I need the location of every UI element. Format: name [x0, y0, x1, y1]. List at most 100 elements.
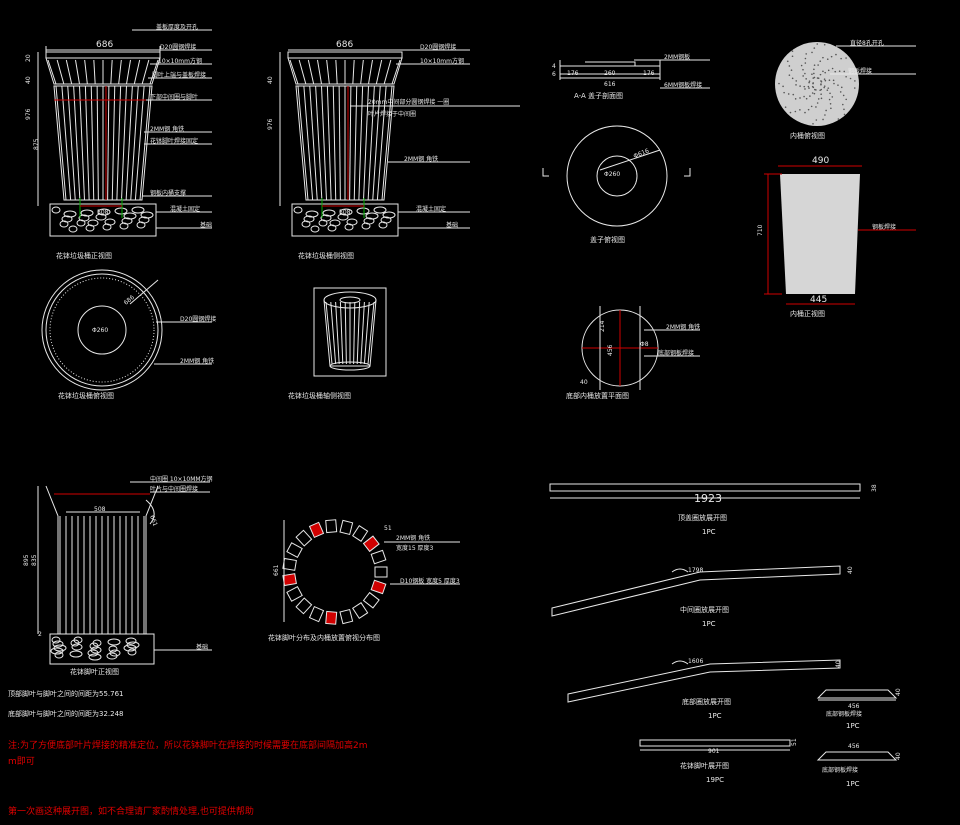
- stone-shape: [63, 210, 77, 218]
- slat-line: [47, 59, 57, 85]
- stripe-line: [338, 85, 341, 201]
- leaf-square: [352, 602, 369, 619]
- vent-hole: [827, 69, 830, 72]
- stone-shape: [131, 206, 145, 214]
- vent-hole: [805, 78, 807, 80]
- vent-hole: [843, 113, 846, 116]
- label-side-5: 混凝土固定: [416, 205, 446, 213]
- stripe-line: [121, 85, 127, 201]
- leaf-layout-view: 661 51 2MM钢 角铁 宽度15 厚度3 D10钢板 宽度5 厚度3 花钵…: [268, 519, 460, 642]
- title-lid-top: 盖子俯视图: [590, 235, 625, 244]
- stone-shape: [318, 219, 328, 227]
- title-strip: 花钵脚叶展开图: [680, 761, 729, 770]
- label-top-0: D20圆钢焊接: [180, 315, 216, 323]
- stone-shape: [51, 206, 61, 214]
- vent-hole: [840, 86, 843, 89]
- vent-hole: [791, 55, 794, 58]
- stone-shape: [322, 209, 336, 217]
- label-layout-1: 宽度15 厚度3: [396, 544, 434, 552]
- stone-shape: [76, 219, 86, 227]
- ring-developments: 1923 38 顶盖圈放展开图 1PC 1798 40 中间圈放展开图 1PC …: [549, 483, 902, 788]
- dim-456c: 456: [848, 743, 860, 750]
- vent-hole: [804, 62, 807, 64]
- stripe-line: [73, 85, 81, 201]
- vent-hole: [822, 70, 824, 73]
- stone-shape: [109, 649, 121, 657]
- stone-shape: [71, 643, 83, 651]
- vent-hole: [824, 71, 826, 74]
- vent-hole: [845, 57, 847, 59]
- dim-661: 661: [273, 564, 280, 576]
- vent-hole: [794, 98, 797, 100]
- slat-line: [289, 59, 299, 85]
- stripe-line: [111, 85, 116, 201]
- vent-hole: [788, 74, 791, 76]
- slat-line: [56, 59, 65, 85]
- vent-hole: [854, 80, 856, 82]
- leaf-square: [308, 605, 325, 623]
- vent-hole: [849, 77, 852, 80]
- vent-hole: [828, 79, 831, 81]
- label-leaf-0: 中间圈 10×10MM方钢: [150, 475, 213, 483]
- stripe-line: [363, 301, 370, 365]
- slat-line: [326, 59, 330, 85]
- vent-hole: [834, 70, 837, 73]
- dim-456b: 456: [848, 703, 860, 710]
- stripe-line: [353, 85, 358, 201]
- vent-hole: [831, 67, 834, 70]
- stone-shape: [53, 644, 67, 652]
- label-front-5: 2MM钢 角铁: [150, 125, 184, 133]
- dim-6: 6: [552, 71, 556, 78]
- vent-hole: [843, 70, 846, 73]
- vent-hole: [822, 118, 824, 121]
- vent-hole: [831, 96, 834, 98]
- vent-hole: [830, 107, 832, 110]
- label-plate1: 底部钢板焊接: [826, 710, 862, 718]
- stripe-line: [360, 301, 365, 365]
- note-warning-b: m即可: [8, 756, 35, 767]
- vent-hole: [813, 47, 816, 49]
- dim-4: 4: [552, 63, 556, 70]
- dim-686-top: 686: [123, 294, 136, 307]
- dim-445: 445: [810, 295, 827, 305]
- vent-hole: [804, 88, 806, 90]
- vent-hole: [827, 87, 830, 89]
- leaf-square: [295, 597, 313, 615]
- vent-hole: [842, 94, 845, 97]
- vent-hole: [782, 85, 784, 88]
- title-base-plan: 底部内桶放置平面图: [566, 391, 629, 400]
- dim-508-leaf: 508: [94, 506, 106, 513]
- vent-hole: [805, 97, 808, 100]
- label-front-7: 钢板内桶支撑: [150, 189, 186, 197]
- vent-hole: [804, 72, 806, 75]
- dim-1798: 1798: [688, 567, 703, 574]
- stripe-line: [139, 85, 151, 201]
- label-front-2: 10×10mm方钢: [158, 57, 202, 65]
- vent-hole: [795, 80, 798, 82]
- label-side-0: D20圆钢焊接: [420, 43, 456, 51]
- vent-hole: [778, 82, 780, 85]
- slat-line: [93, 59, 96, 85]
- stone-shape: [301, 220, 311, 228]
- vent-hole: [817, 98, 820, 100]
- dim-260: 260: [604, 70, 616, 77]
- dim-2: 2: [38, 631, 42, 638]
- stone-shape: [114, 207, 128, 215]
- note-footer: 第一次画这种展开图，如不合理请厂家酌情处理,也可提供帮助: [8, 805, 254, 817]
- slat-line: [298, 59, 307, 85]
- dim-40-front: 40: [25, 76, 32, 84]
- dim-835: 835: [31, 554, 38, 566]
- stone-shape: [344, 223, 354, 231]
- vent-hole: [783, 91, 785, 94]
- vent-hole: [784, 106, 787, 108]
- stripe-line: [84, 85, 90, 201]
- note-spacing-bottom: 底部脚叶与脚叶之间的间距为32.248: [8, 709, 124, 718]
- dim-976-side: 976: [267, 118, 274, 130]
- vent-hole: [811, 73, 813, 76]
- vent-hole: [812, 123, 814, 125]
- stone-shape: [88, 653, 102, 661]
- stripe-line: [356, 301, 361, 365]
- slat-line: [368, 59, 373, 85]
- stone-shape: [327, 224, 337, 232]
- dim-895: 895: [23, 554, 30, 566]
